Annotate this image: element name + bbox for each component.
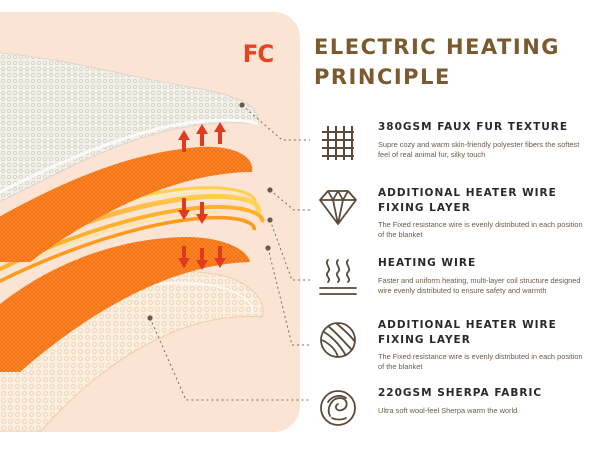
- title-line-1: ELECTRIC HEATING: [314, 35, 561, 59]
- layer-cross-section: [0, 52, 265, 432]
- fcc-logo: FC: [242, 40, 274, 68]
- feature-heading: ADDITIONAL HEATER WIRE FIXING LAYER: [378, 187, 557, 214]
- feature-description: Supre cozy and warm skin-friendly polyes…: [378, 140, 580, 159]
- heat-middle-arrows: [178, 198, 208, 224]
- feature-heading: 220GSM SHERPA FABRIC: [378, 387, 543, 399]
- product-illustration-panel: [0, 12, 300, 432]
- grid-texture-icon: [322, 126, 354, 160]
- page-title: ELECTRIC HEATING PRINCIPLE: [314, 32, 594, 92]
- feature-description: The Fixed resistance wire is evenly dist…: [378, 352, 583, 371]
- upper-fixing-layer: [0, 146, 253, 262]
- feature-heading: 380GSM FAUX FUR TEXTURE: [378, 121, 569, 133]
- title-line-2: PRINCIPLE: [314, 65, 451, 89]
- heat-up-arrows: [178, 122, 226, 152]
- feature-heading: ADDITIONAL HEATER WIRE FIXING LAYER: [378, 319, 557, 346]
- feature-description: The Fixed resistance wire is evenly dist…: [378, 220, 583, 239]
- yarn-ball-icon: [320, 322, 356, 358]
- heat-down-arrows: [178, 246, 226, 270]
- feature-heading: HEATING WIRE: [378, 257, 477, 269]
- feature-description: Ultra soft wool-feel Sherpa warm the wor…: [378, 406, 518, 415]
- diamond-icon: [319, 190, 357, 225]
- lower-fixing-layer: [0, 237, 250, 372]
- wool-swirl-icon: [320, 390, 356, 426]
- feature-description: Faster and uniform heating, multi-layer …: [378, 276, 581, 295]
- heat-waves-icon: [319, 259, 357, 295]
